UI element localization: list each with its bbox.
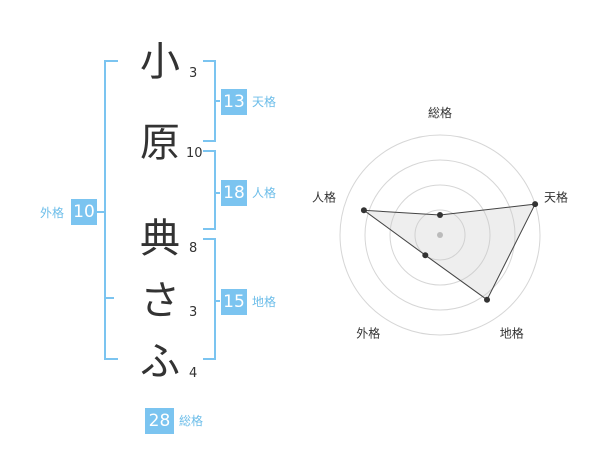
radar-point-5 — [360, 207, 367, 214]
radar-axis-label-5: 人格 — [312, 189, 336, 204]
jinkaku-label: 人格 — [252, 186, 277, 200]
radar-ring-1 — [414, 209, 466, 261]
radar-point-2 — [532, 201, 539, 208]
name-char-4: さ — [140, 278, 180, 324]
tenkaku-bracket-stem — [215, 100, 220, 102]
gaikaku-bracket-stem — [96, 211, 105, 213]
chikaku-bracket-stem — [215, 300, 220, 302]
stroke-count-4: 3 — [189, 305, 198, 320]
jinkaku-value-badge: 18 — [221, 180, 247, 206]
stroke-count-1: 3 — [189, 66, 198, 81]
radar-point-1 — [437, 212, 443, 218]
radar-center-dot — [437, 232, 443, 238]
radar-data-polygon — [362, 203, 536, 301]
soukaku-label: 総格 — [179, 414, 204, 428]
name-char-2: 原 — [140, 120, 180, 166]
stroke-count-2: 10 — [186, 146, 203, 161]
radar-point-4 — [422, 252, 429, 259]
radar-ring-3 — [364, 159, 516, 311]
name-char-3: 典 — [140, 216, 180, 262]
radar-data-series — [360, 201, 539, 303]
stroke-count-3: 8 — [189, 241, 198, 256]
gaikaku-label: 外格 — [40, 206, 65, 220]
radar-point-3 — [484, 296, 491, 303]
radar-axis-label-2: 天格 — [544, 189, 568, 204]
jinkaku-bracket-stem — [215, 192, 220, 194]
name-char-1: 小 — [140, 39, 180, 85]
soukaku-value-badge: 28 — [145, 408, 174, 434]
radar-axis-label-3: 地格 — [500, 326, 524, 341]
radar-ring-4 — [339, 134, 541, 336]
gaikaku-bracket-divider — [104, 297, 114, 299]
chikaku-label: 地格 — [252, 295, 277, 309]
chikaku-bracket — [203, 238, 216, 360]
jinkaku-bracket — [203, 150, 216, 230]
gaikaku-value-badge: 10 — [71, 199, 97, 225]
radar-ring-2 — [389, 184, 491, 286]
radar-grid — [339, 134, 541, 336]
radar-axis-label-1: 総格 — [428, 105, 452, 120]
tenkaku-value-badge: 13 — [221, 89, 247, 115]
gaikaku-bracket — [104, 60, 118, 360]
radar-axis-label-4: 外格 — [356, 326, 380, 341]
stroke-count-5: 4 — [189, 366, 198, 381]
name-char-5: ふ — [140, 339, 180, 385]
chikaku-value-badge: 15 — [221, 289, 247, 315]
tenkaku-label: 天格 — [252, 95, 277, 109]
